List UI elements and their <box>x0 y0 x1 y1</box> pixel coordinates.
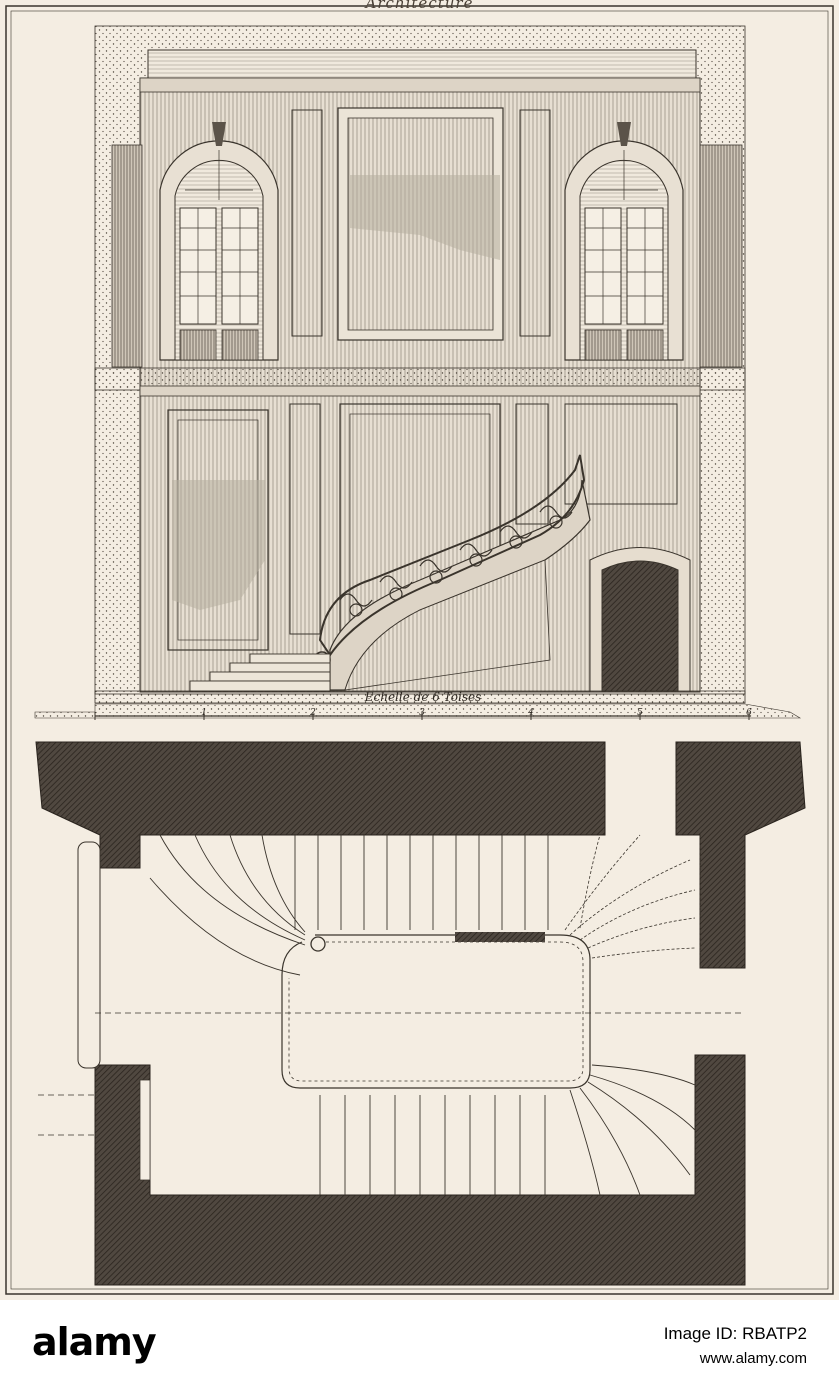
left-arched-window <box>159 122 279 361</box>
plate-drawing <box>5 5 834 1295</box>
stock-footer: alamy Image ID: RBATP2 www.alamy.com <box>0 1300 839 1390</box>
scale-bar <box>34 703 802 720</box>
site-url: www.alamy.com <box>699 1350 807 1367</box>
scale-label: Echelle de 6 Toises <box>364 690 482 704</box>
engraving-plate: Architecture Echelle de 6 Toises 1 2 3 4… <box>0 0 839 1300</box>
image-id: Image ID: RBATP2 <box>663 1324 807 1343</box>
staircase <box>189 454 591 692</box>
right-arched-window <box>564 122 684 361</box>
scale-tick-5: 5 <box>637 708 643 718</box>
scale-tick-2: 2 <box>310 708 316 718</box>
lower-flight <box>319 1064 696 1196</box>
plate-title: Architecture <box>365 0 474 12</box>
floor-plan <box>35 741 806 1286</box>
scale-tick-4: 4 <box>528 708 534 718</box>
plate-frame <box>5 5 834 1295</box>
scale-tick-3: 3 <box>419 708 425 718</box>
doorway <box>589 547 691 693</box>
plate-inner-frame <box>10 10 829 1290</box>
upper-flight <box>149 834 549 976</box>
scale-tick-1: 1 <box>201 708 207 718</box>
alamy-logo: alamy <box>32 1320 157 1364</box>
plan-handrail <box>281 932 591 1089</box>
section-elevation <box>94 25 746 704</box>
scale-tick-6: 6 <box>746 708 752 718</box>
